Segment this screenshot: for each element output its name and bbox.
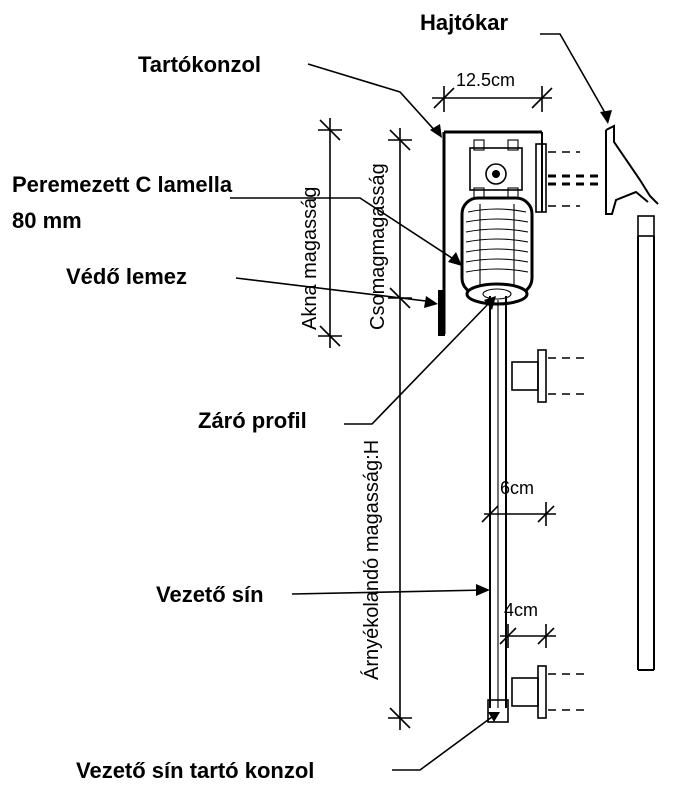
rail-width-dimension xyxy=(481,502,556,526)
guide-rail xyxy=(487,296,509,723)
peremezett-label-line2: 80 mm xyxy=(12,208,82,233)
hajtokar-label: Hajtókar xyxy=(420,10,508,35)
protective-plate xyxy=(438,290,445,336)
top-width-label: 12.5cm xyxy=(456,70,515,90)
bracket-width-dimension xyxy=(499,624,556,648)
vedo-lemez-label: Védő lemez xyxy=(66,264,187,289)
top-width-dimension xyxy=(432,86,553,112)
akna-label: Akna magasság xyxy=(299,187,321,330)
crank xyxy=(605,124,659,671)
csomag-label: Csomagmagasság xyxy=(367,163,389,330)
axle-plate xyxy=(469,139,523,199)
tartokonzol-label: Tartókonzol xyxy=(138,52,261,77)
arnyekolando-label: Árnyékolandó magasság:H xyxy=(360,440,383,680)
akna-dimension xyxy=(318,118,342,348)
rail-width-label: 6cm xyxy=(500,478,534,498)
shutter-roll xyxy=(460,196,534,306)
vezeto-sin-tarto-label: Vezető sín tartó konzol xyxy=(76,758,314,783)
vezeto-sin-label: Vezető sín xyxy=(156,582,264,607)
leader-lines xyxy=(230,33,612,771)
arnyekolando-dimension xyxy=(388,310,412,730)
bracket-width-label: 4cm xyxy=(504,600,538,620)
wall-bracket xyxy=(535,143,600,213)
rail-bracket-upper xyxy=(511,349,590,403)
zaro-profil-label: Záró profil xyxy=(198,408,307,433)
peremezett-label-line1: Peremezett C lamella xyxy=(12,172,233,197)
csomag-dimension xyxy=(388,128,412,310)
rail-bracket-lower xyxy=(511,665,590,719)
